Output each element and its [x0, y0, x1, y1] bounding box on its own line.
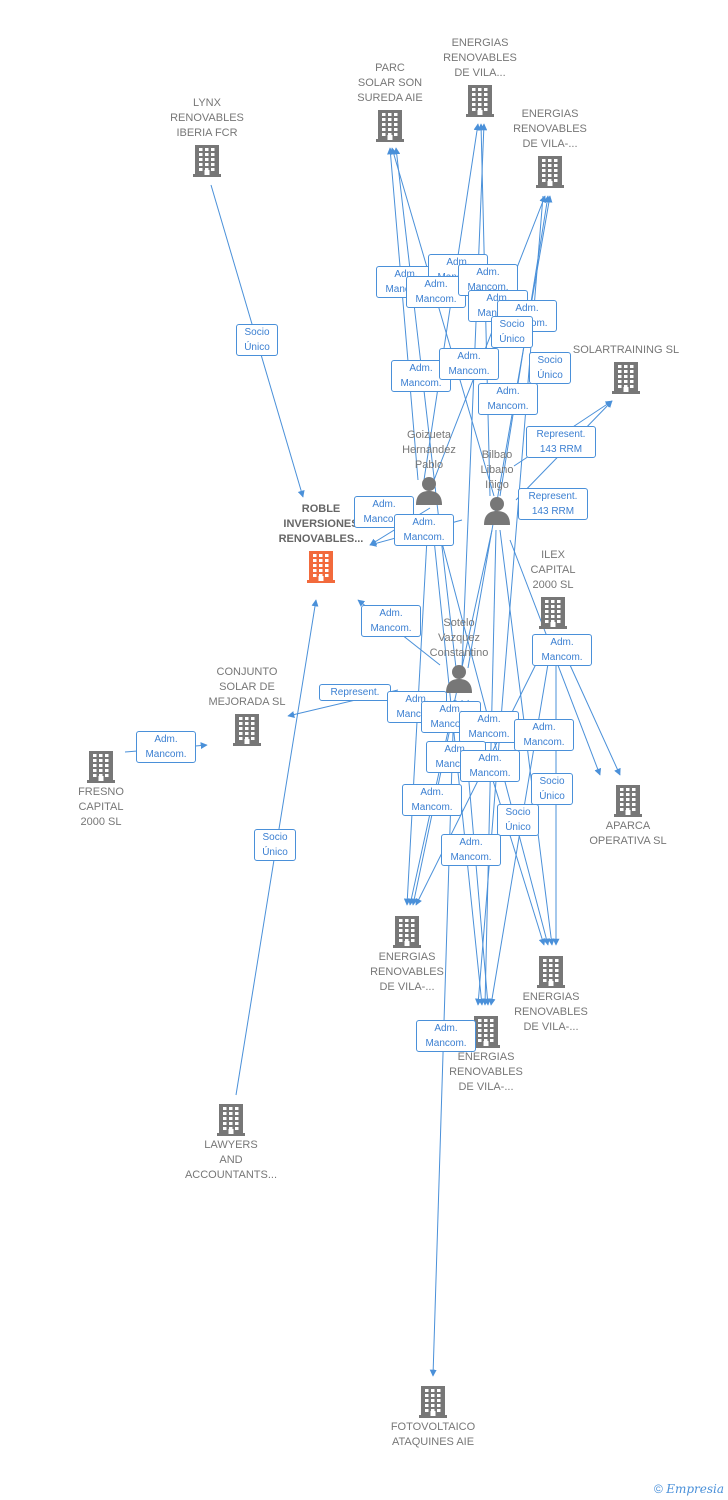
edge-line [433, 195, 546, 481]
building-icon [376, 110, 404, 142]
relation-label: Socio Único [491, 316, 533, 348]
relation-label: Socio Único [236, 324, 278, 356]
company-node[interactable]: ENERGIAS RENOVABLES DE VILA-... [491, 952, 611, 1035]
person-node[interactable]: Goizueta Hernandez Pablo [369, 428, 489, 507]
person-icon [446, 665, 472, 693]
node-label: SOLARTRAINING SL [572, 344, 680, 356]
footer-brand[interactable]: © Empresia [654, 1482, 724, 1496]
node-label: PARC SOLAR SON SUREDA AIE [357, 62, 423, 104]
brand-logo-text: Empresia [666, 1482, 724, 1496]
relation-label: Adm. Mancom. [459, 711, 519, 743]
company-node[interactable]: ENERGIAS RENOVABLES DE VILA... [420, 36, 540, 119]
building-icon [233, 714, 261, 746]
node-label: CONJUNTO SOLAR DE MEJORADA SL [208, 666, 286, 708]
building-icon [87, 751, 115, 783]
building-icon [612, 362, 640, 394]
node-label: ENERGIAS RENOVABLES DE VILA-... [513, 108, 587, 150]
relation-label: Adm. Mancom. [406, 276, 466, 308]
relation-label: Adm. Mancom. [460, 750, 520, 782]
relation-label: Represent. [319, 684, 391, 701]
company-node[interactable]: FRESNO CAPITAL 2000 SL [41, 747, 161, 830]
main-company-node[interactable]: ROBLE INVERSIONES RENOVABLES... [261, 502, 381, 585]
relation-label: Adm. Mancom. [136, 731, 196, 763]
relation-label: Adm. Mancom. [478, 383, 538, 415]
company-node[interactable]: LYNX RENOVABLES IBERIA FCR [147, 96, 267, 179]
edge-line [390, 147, 495, 497]
building-icon [307, 551, 335, 583]
relation-label: Socio Único [497, 804, 539, 836]
company-node[interactable]: APARCA OPERATIVA SL [568, 781, 688, 849]
company-node[interactable]: SOLARTRAINING SL [566, 343, 686, 396]
company-node[interactable]: ILEX CAPITAL 2000 SL [493, 548, 613, 631]
building-icon [537, 956, 565, 988]
node-label: APARCA OPERATIVA SL [589, 820, 667, 847]
building-icon [466, 85, 494, 117]
relation-label: Socio Único [529, 352, 571, 384]
building-icon [217, 1104, 245, 1136]
node-label: ENERGIAS RENOVABLES DE VILA-... [514, 991, 588, 1033]
company-node[interactable]: CONJUNTO SOLAR DE MEJORADA SL [187, 665, 307, 748]
node-label: LYNX RENOVABLES IBERIA FCR [170, 97, 244, 139]
node-label: Goizueta Hernandez Pablo [402, 429, 456, 471]
edge-line [569, 664, 621, 776]
relation-label: Represent. 143 RRM [518, 488, 588, 520]
company-node[interactable]: FOTOVOLTAICO ATAQUINES AIE [373, 1382, 493, 1450]
building-icon [536, 156, 564, 188]
node-label: ENERGIAS RENOVABLES DE VILA-... [370, 951, 444, 993]
node-label: ILEX CAPITAL 2000 SL [530, 549, 576, 591]
person-node[interactable]: Bilbao Libano Iñigo [437, 448, 557, 527]
person-icon [484, 497, 510, 525]
node-label: ROBLE INVERSIONES RENOVABLES... [278, 503, 364, 545]
company-node[interactable]: ENERGIAS RENOVABLES DE VILA-... [490, 107, 610, 190]
company-node[interactable]: ENERGIAS RENOVABLES DE VILA-... [426, 1012, 546, 1095]
relation-label: Adm. Mancom. [514, 719, 574, 751]
company-node[interactable]: PARC SOLAR SON SUREDA AIE [330, 61, 450, 144]
edge-line [387, 147, 419, 481]
node-label: Bilbao Libano Iñigo [480, 449, 514, 491]
building-icon [393, 916, 421, 948]
relation-label: Adm. Mancom. [361, 605, 421, 637]
relation-label: Represent. 143 RRM [526, 426, 596, 458]
person-node[interactable]: Sotelo Vazquez Constantino [399, 616, 519, 695]
relation-label: Socio Único [531, 773, 573, 805]
building-icon [419, 1386, 447, 1418]
node-label: LAWYERS AND ACCOUNTANTS... [184, 1139, 278, 1181]
building-icon [614, 785, 642, 817]
company-node[interactable]: LAWYERS AND ACCOUNTANTS... [171, 1100, 291, 1183]
node-label: ENERGIAS RENOVABLES DE VILA... [443, 37, 517, 79]
company-node[interactable]: ENERGIAS RENOVABLES DE VILA-... [347, 912, 467, 995]
relation-label: Socio Único [254, 829, 296, 861]
node-label: FRESNO CAPITAL 2000 SL [78, 786, 124, 828]
relation-label: Adm. Mancom. [394, 514, 454, 546]
person-icon [416, 477, 442, 505]
relation-label: Adm. Mancom. [439, 348, 499, 380]
edge-line [393, 147, 457, 669]
relation-label: Adm. Mancom. [402, 784, 462, 816]
relation-label: Adm. Mancom. [532, 634, 592, 666]
building-icon [539, 597, 567, 629]
edge-line [461, 123, 488, 669]
copyright-symbol: © [654, 1482, 663, 1496]
node-label: ENERGIAS RENOVABLES DE VILA-... [449, 1051, 523, 1093]
building-icon [472, 1016, 500, 1048]
building-icon [193, 145, 221, 177]
relation-label: Adm. Mancom. [441, 834, 501, 866]
node-label: Sotelo Vazquez Constantino [429, 617, 489, 659]
relation-label: Adm. Mancom. [416, 1020, 476, 1052]
node-label: FOTOVOLTAICO ATAQUINES AIE [390, 1421, 476, 1448]
